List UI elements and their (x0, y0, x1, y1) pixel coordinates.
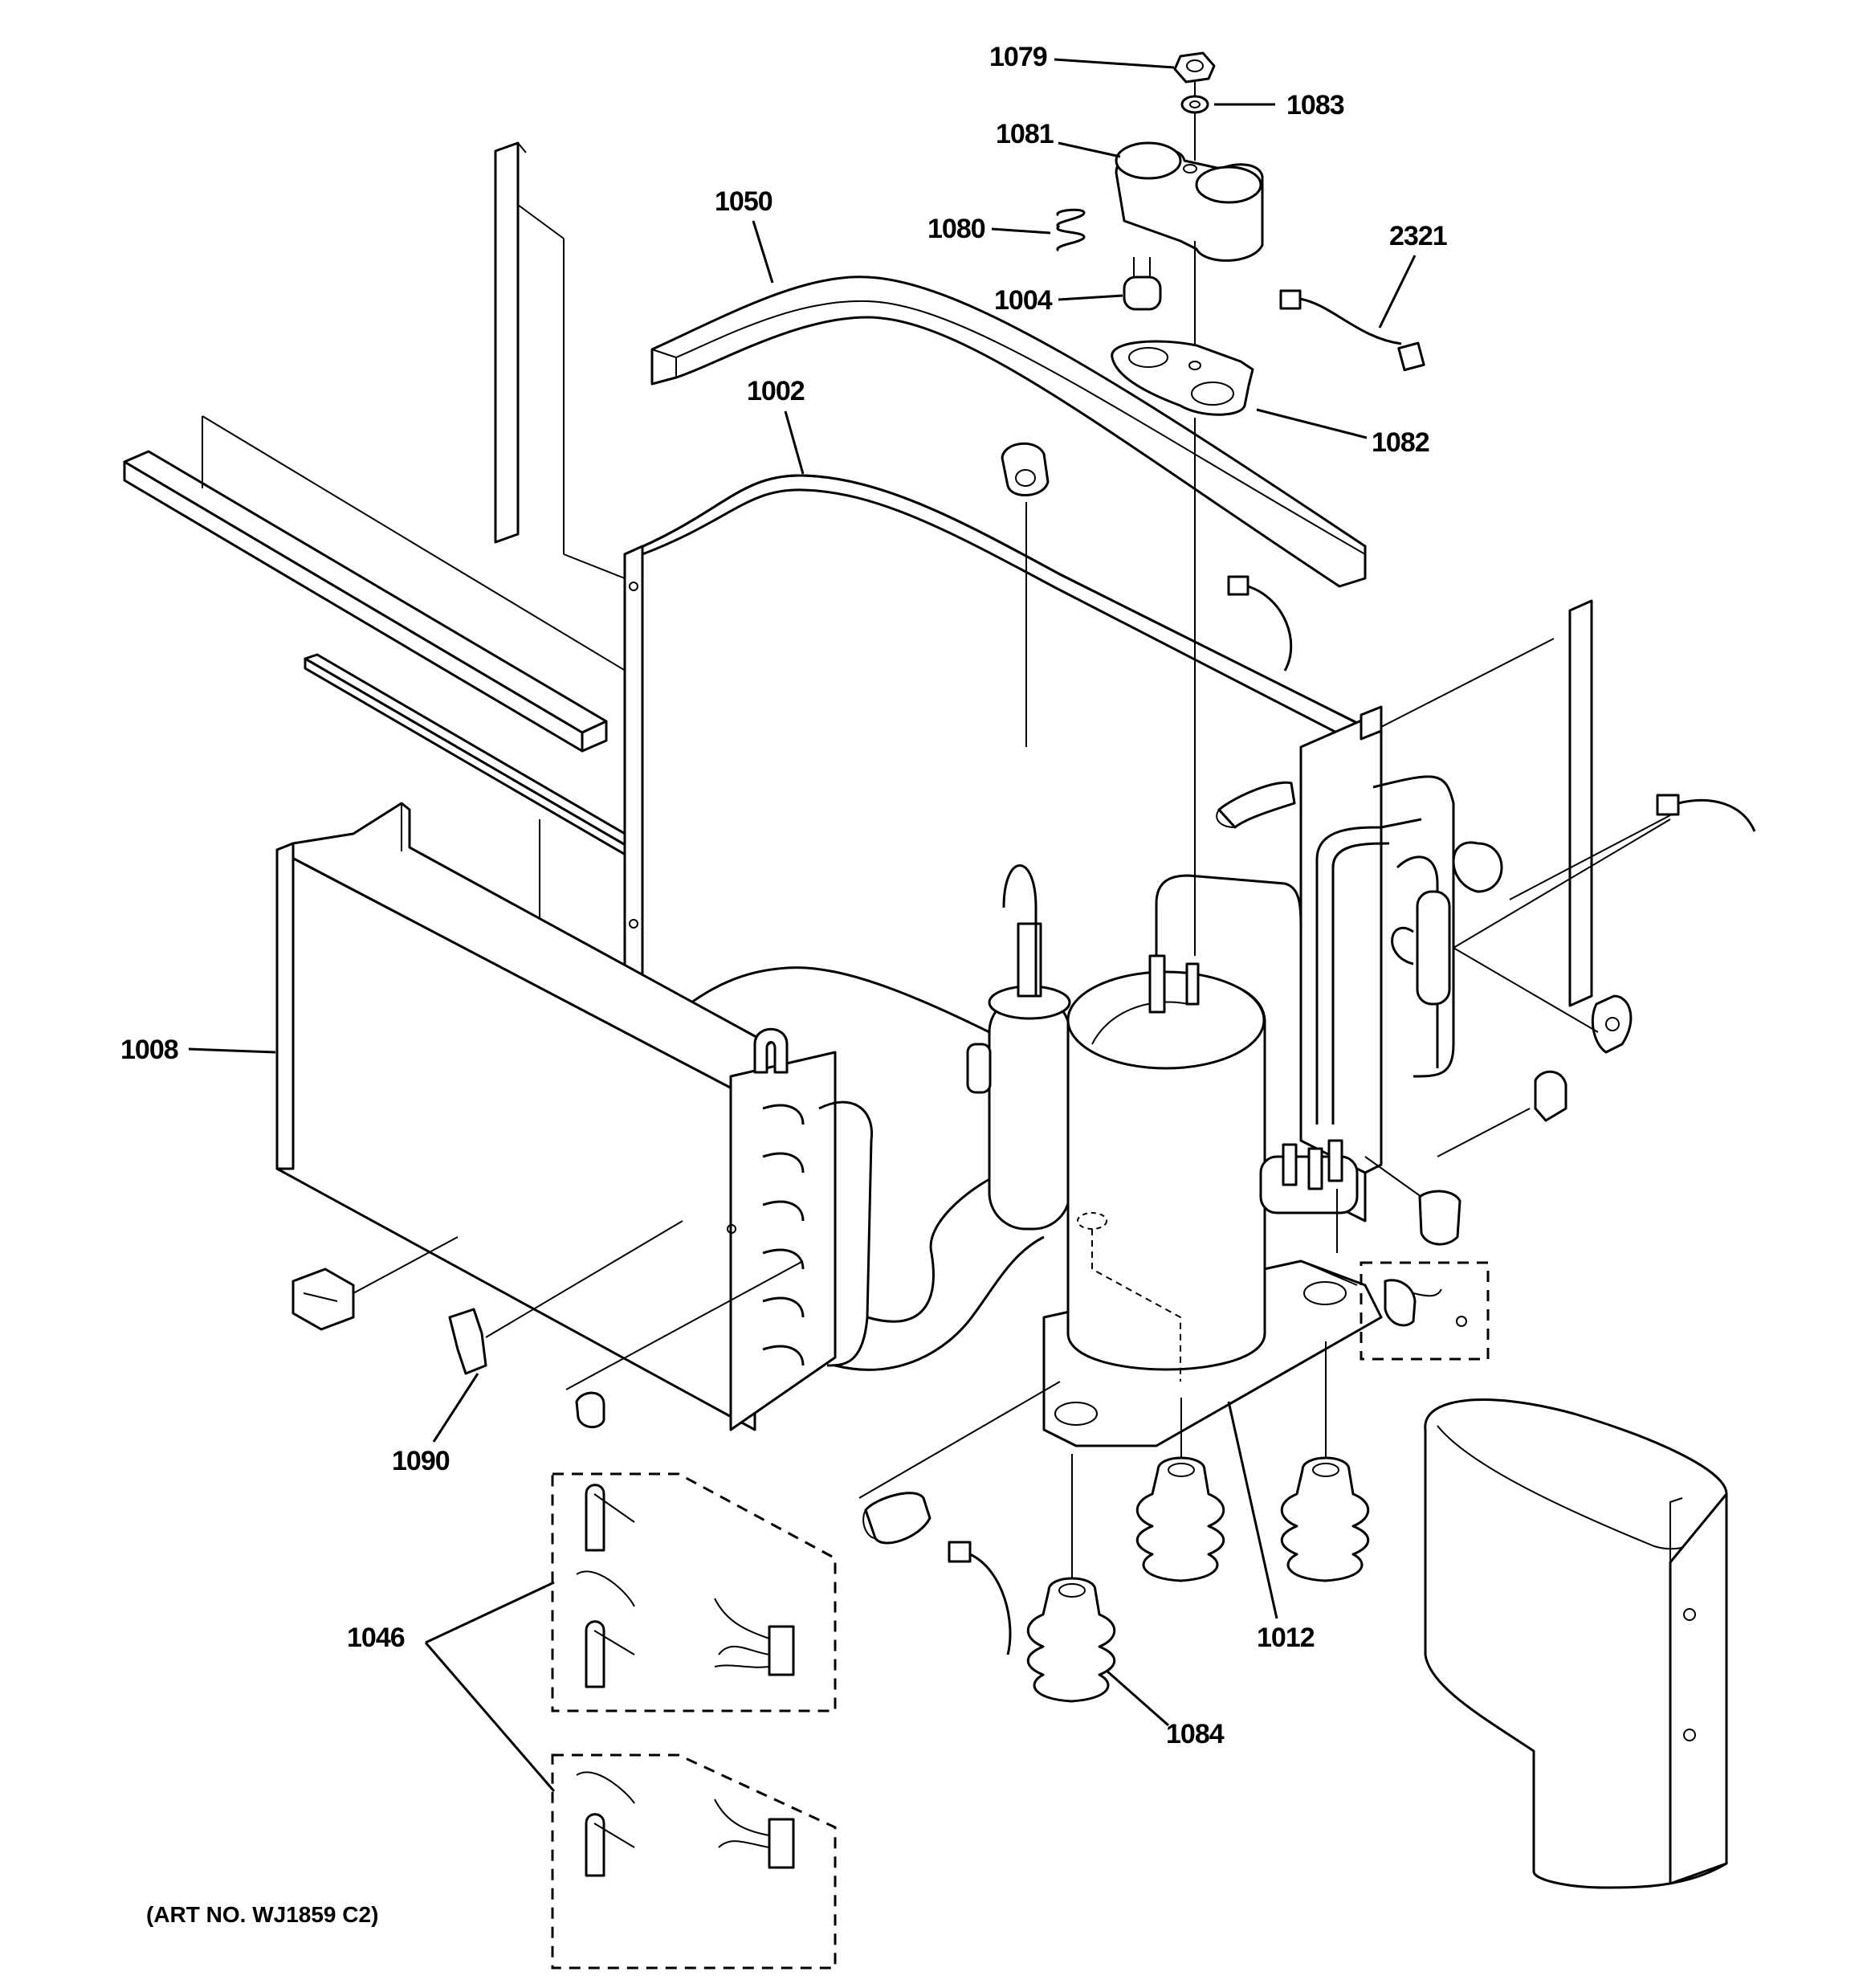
wire-connector-right (1453, 794, 1756, 949)
vertical-foam-strip-right (1568, 599, 1593, 1007)
leader-1081 (1058, 141, 1121, 158)
leader-1046 (425, 1581, 555, 1644)
callout-1046: 1046 (347, 1623, 405, 1653)
cable-clip-lower-right (1437, 1070, 1567, 1157)
leader-1046 (424, 1642, 556, 1792)
tube-clip (565, 1260, 804, 1429)
callout-2321: 2321 (1389, 221, 1447, 251)
rubber-mount-1084 (1026, 1454, 1116, 1703)
connector-plug-small (1227, 575, 1293, 672)
callout-1012: 1012 (1257, 1623, 1315, 1653)
compressor-assembly (988, 864, 1383, 1447)
callout-1080: 1080 (927, 214, 985, 244)
callout-1081: 1081 (996, 119, 1054, 149)
leader-1082 (1256, 408, 1368, 439)
callout-1083: 1083 (1286, 90, 1344, 120)
front-condenser-coil (275, 802, 874, 1431)
thermal-protector-1004 (1123, 257, 1162, 311)
compressor-sound-shroud (1424, 1398, 1728, 1889)
leader-1004 (1058, 294, 1123, 301)
callout-1002: 1002 (747, 376, 805, 406)
leader-1090 (432, 1373, 479, 1443)
leader-2321 (1378, 255, 1417, 329)
callout-1084: 1084 (1166, 1719, 1225, 1749)
curved-top-foam-bar (650, 276, 1367, 588)
diagonal-foam-bar (123, 450, 608, 753)
coil-end-plate-right (1299, 705, 1383, 1174)
small-sleeve (966, 1043, 992, 1094)
leader-1080 (991, 227, 1051, 235)
callout-1050: 1050 (715, 186, 773, 217)
leader-1008 (188, 1047, 276, 1054)
pipe-sleeve-lower-right (1364, 1156, 1461, 1246)
leader-1079 (1054, 58, 1175, 69)
refrigerant-tube (866, 1171, 1005, 1323)
leader-1012 (1227, 1401, 1278, 1619)
callout-1004: 1004 (994, 285, 1053, 316)
callout-1090: 1090 (392, 1446, 450, 1476)
service-kit-box-1 (551, 1472, 837, 1712)
reversing-valve-tubing (1315, 775, 1503, 1125)
washer-1083 (1180, 95, 1209, 114)
wire-harness-2321 (1279, 289, 1425, 372)
art-number: (ART NO. WJ1859 C2) (146, 1902, 378, 1927)
leader-1084 (1106, 1669, 1169, 1727)
nut-1079 (1173, 51, 1216, 84)
leader-line (517, 204, 565, 239)
leader-1050 (752, 220, 774, 284)
service-kit-box-2 (551, 1753, 837, 1970)
loose-pipe-sleeve (858, 1381, 1061, 1545)
leader-line (563, 553, 626, 579)
spring-1080 (1056, 208, 1086, 252)
tube-clip-mid (753, 1027, 789, 1074)
leader-1002 (784, 410, 805, 475)
refrigerant-tube (834, 1235, 1045, 1371)
loose-wire-plug (948, 1541, 1012, 1655)
rubber-mount-2 (1280, 1341, 1370, 1582)
coil-bracket (291, 1236, 459, 1331)
dashed-group-terminal-cover (1300, 1260, 1490, 1361)
coil-clip-1090 (448, 1220, 683, 1375)
vertical-foam-strip-left (494, 141, 527, 544)
callout-1008: 1008 (120, 1035, 178, 1065)
cable-clip-right (1453, 947, 1633, 1054)
pipe-clamp-top (1001, 442, 1050, 747)
gasket-1082 (1111, 340, 1254, 416)
rubber-mount-1 (1135, 1398, 1225, 1582)
callout-1079: 1079 (989, 42, 1047, 72)
terminal-cover-1081 (1115, 141, 1264, 262)
pipe-insulation-sleeve (1216, 781, 1296, 829)
callout-1082: 1082 (1372, 427, 1429, 458)
leader-line (1380, 638, 1555, 728)
